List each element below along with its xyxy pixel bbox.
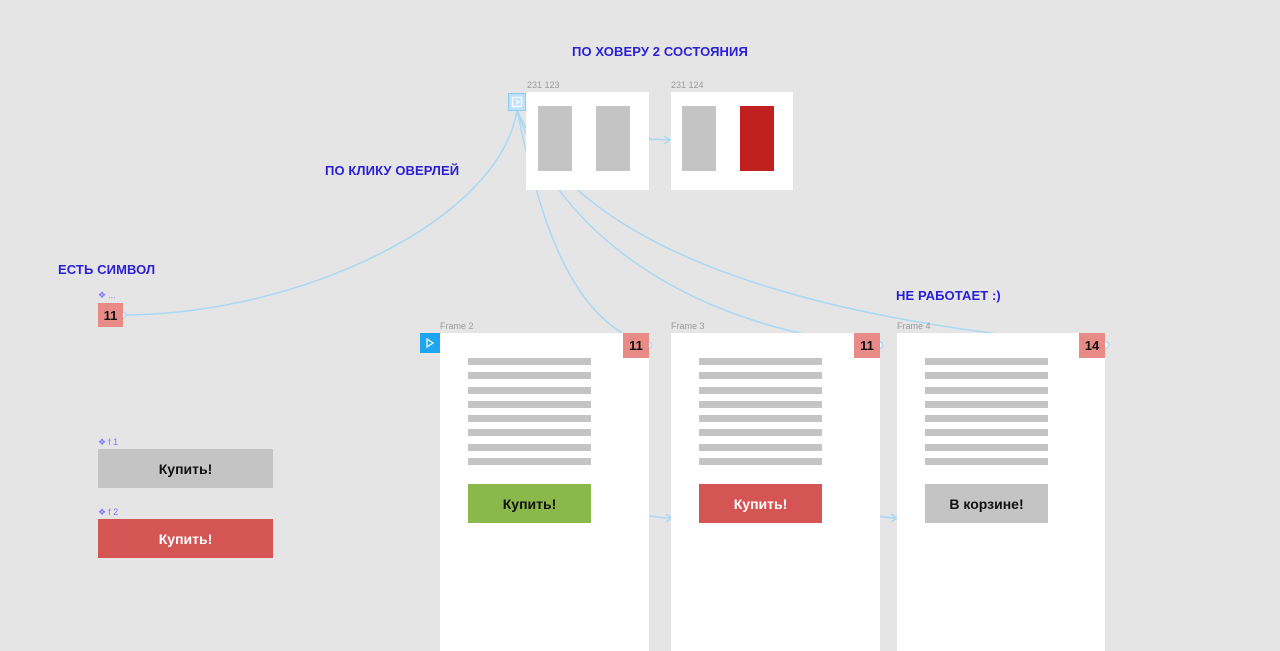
text-line <box>468 429 591 436</box>
text-line <box>925 401 1048 408</box>
frame-label: Frame 3 <box>671 321 705 331</box>
text-line <box>925 429 1048 436</box>
cart-count-badge: 11 <box>623 333 649 358</box>
symbol-badge[interactable]: 11 <box>98 303 123 327</box>
text-line <box>699 458 822 465</box>
text-line <box>699 372 822 379</box>
text-line <box>925 444 1048 451</box>
frame-4[interactable]: В корзине! 14 <box>897 333 1105 651</box>
component-label: ❖f 2 <box>98 507 119 517</box>
text-line <box>925 387 1048 394</box>
text-line <box>925 458 1048 465</box>
text-line <box>925 415 1048 422</box>
frame-label: Frame 4 <box>897 321 931 331</box>
text-line <box>468 358 591 365</box>
frame-3[interactable]: Купить! 11 <box>671 333 880 651</box>
text-line <box>468 372 591 379</box>
overlay-frame-1[interactable] <box>526 92 649 190</box>
note-not-working: НЕ РАБОТАЕТ :) <box>896 288 1001 303</box>
component-icon: ❖ <box>98 507 107 517</box>
cart-count-badge: 11 <box>854 333 880 358</box>
overlay-frame-label: 231 123 <box>527 80 560 90</box>
note-click-overlay: ПО КЛИКУ ОВЕРЛЕЙ <box>325 163 460 178</box>
overlay-frame-2[interactable] <box>671 92 793 190</box>
note-has-symbol: ЕСТЬ СИМВОЛ <box>58 262 156 277</box>
wire-to-symbol <box>121 109 518 316</box>
text-line <box>699 429 822 436</box>
placeholder-rect <box>682 106 716 171</box>
text-line <box>468 415 591 422</box>
text-line <box>699 387 822 394</box>
frame-label: Frame 2 <box>440 321 474 331</box>
text-line <box>699 401 822 408</box>
text-line <box>468 401 591 408</box>
component-label: ❖f 1 <box>98 437 119 447</box>
text-line <box>699 415 822 422</box>
text-line <box>925 372 1048 379</box>
buy-button[interactable]: Купить! <box>468 484 591 523</box>
placeholder-rect-active <box>740 106 774 171</box>
component-buy-button-default[interactable]: Купить! <box>98 449 273 488</box>
symbol-label: ❖... <box>98 290 116 300</box>
frame-2[interactable]: Купить! 11 <box>440 333 649 651</box>
placeholder-rect <box>538 106 572 171</box>
text-line <box>699 444 822 451</box>
cart-count-badge: 14 <box>1079 333 1105 358</box>
buy-button[interactable]: Купить! <box>699 484 822 523</box>
text-line <box>699 358 822 365</box>
note-hover-states: ПО ХОВЕРУ 2 СОСТОЯНИЯ <box>572 44 748 59</box>
component-buy-button-hover[interactable]: Купить! <box>98 519 273 558</box>
hover-overlay-icon[interactable] <box>508 93 526 111</box>
text-line <box>468 458 591 465</box>
component-icon: ❖ <box>98 290 107 300</box>
component-icon: ❖ <box>98 437 107 447</box>
text-line <box>925 358 1048 365</box>
placeholder-rect <box>596 106 630 171</box>
in-cart-button[interactable]: В корзине! <box>925 484 1048 523</box>
text-line <box>468 444 591 451</box>
play-icon[interactable] <box>420 333 440 353</box>
overlay-frame-label: 231 124 <box>671 80 704 90</box>
text-line <box>468 387 591 394</box>
